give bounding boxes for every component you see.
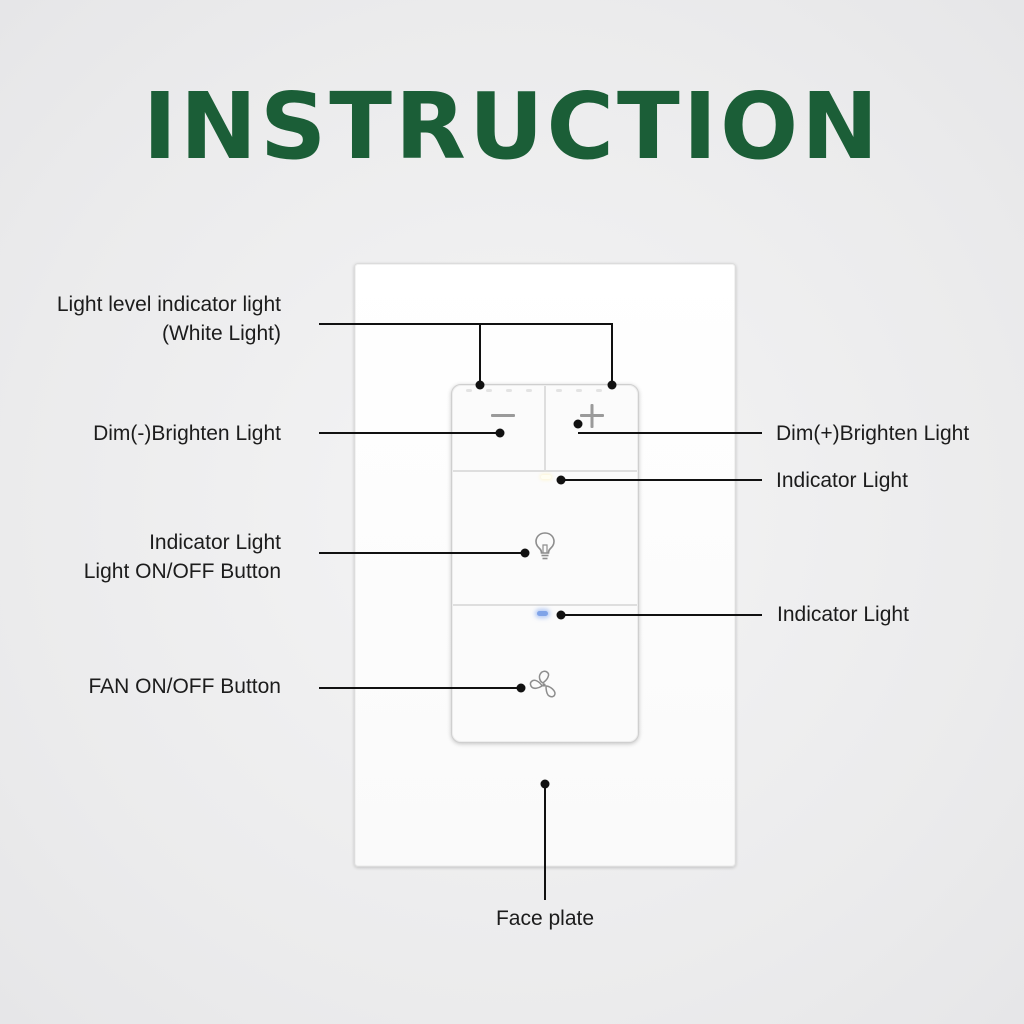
lightbulb-icon [535, 532, 555, 560]
label-fan-onoff: FAN ON/OFF Button [88, 675, 281, 698]
callout-dot-fan [516, 683, 526, 693]
callout-dot-level-right [607, 380, 617, 390]
button-divider-lower [453, 604, 637, 606]
label-indicator-light-bottom: Indicator Light [777, 603, 909, 626]
callout-dot-light-onoff [520, 548, 530, 558]
label-face-plate: Face plate [495, 907, 595, 930]
label-light-level-line1: Light level indicator light [56, 293, 281, 316]
indicator-light-white [541, 475, 551, 479]
callout-dot-dim-plus [573, 419, 583, 429]
button-divider-vertical [544, 386, 546, 471]
callout-dot-dim-minus [495, 428, 505, 438]
label-dim-minus: Dim(-)Brighten Light [93, 422, 281, 445]
minus-icon [491, 414, 515, 417]
callout-dot-indicator-bottom [556, 610, 566, 620]
plus-icon [580, 404, 604, 428]
label-indicator-light-top: Indicator Light [776, 469, 908, 492]
indicator-light-blue [537, 611, 548, 616]
label-light-level-line2: (White Light) [161, 322, 281, 345]
button-divider-upper [453, 470, 637, 472]
callout-dot-level-left [475, 380, 485, 390]
page-title: INSTRUCTION [142, 73, 882, 180]
callout-dot-indicator-top [556, 475, 566, 485]
label-light-onoff-line1: Indicator Light [149, 531, 281, 554]
fan-icon [529, 670, 556, 698]
label-light-level: Light level indicator light (White Light… [57, 290, 281, 348]
label-light-onoff-line2: Light ON/OFF Button [83, 560, 281, 583]
callout-dot-face-plate [540, 779, 550, 789]
label-dim-plus: Dim(+)Brighten Light [776, 422, 970, 445]
label-light-onoff: Indicator Light Light ON/OFF Button [84, 528, 281, 586]
